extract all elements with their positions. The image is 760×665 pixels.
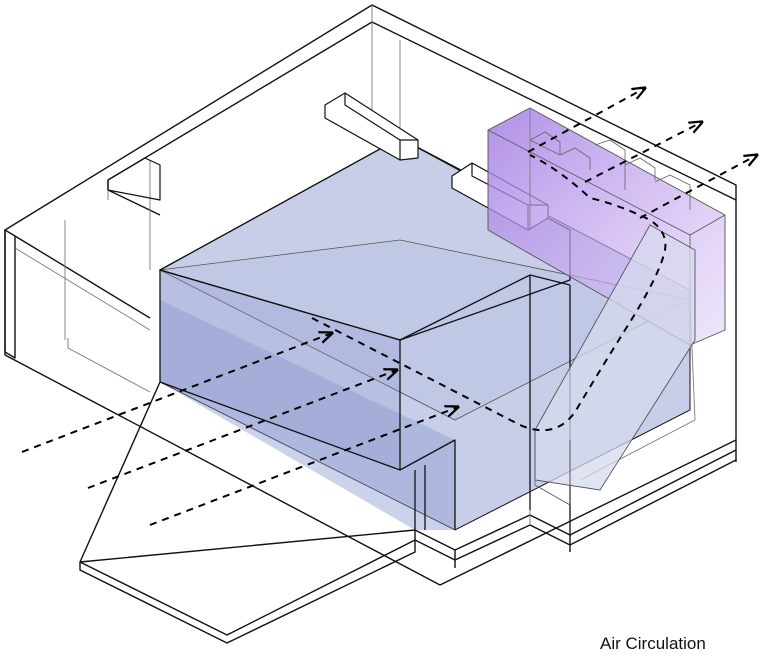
flow-arrow-outlet-1 <box>527 88 645 153</box>
interior-volume-front <box>160 300 455 530</box>
ramp-panel <box>534 224 696 506</box>
flow-arrow-inlet-3 <box>149 407 458 526</box>
airflow-arrows <box>21 88 757 526</box>
flow-arrow-outlet-2 <box>584 122 702 183</box>
flow-arrow-inlet-1 <box>21 333 332 453</box>
skylight-bar-left <box>107 157 161 201</box>
flow-arrow-inlet-2 <box>87 370 397 489</box>
central-room <box>159 137 571 535</box>
diagram-caption: Air Circulation <box>600 634 706 653</box>
flow-arrow-outlet-3 <box>639 155 757 219</box>
